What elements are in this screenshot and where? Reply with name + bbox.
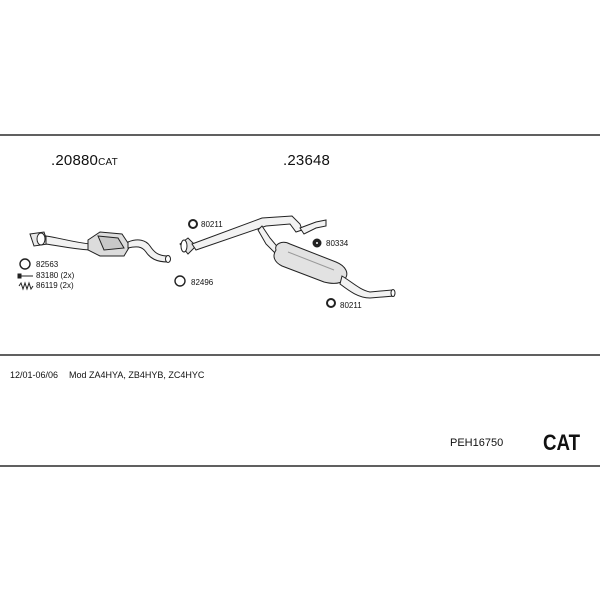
label-83180: 83180 (2x) [36,271,75,280]
reference-number: PEH16750 [450,437,504,449]
catalyst-part-number: .20880CAT [51,152,118,169]
rear-section-part-number: .23648 [283,152,331,169]
clamp-icon [188,219,198,229]
catalyst-assembly [29,231,171,263]
gasket-icon [19,258,31,270]
date-range: 12/01-06/06 [10,370,59,380]
label-80211-top: 80211 [201,220,223,229]
label-86119: 86119 (2x) [36,281,74,290]
catalyst-suffix: CAT [98,157,118,168]
label-80334: 80334 [326,239,349,248]
label-80211-bottom: 80211 [340,301,362,310]
clamp-icon-bottom [326,298,336,308]
rubber-mount-icon [312,238,322,248]
rear-silencer-assembly [179,215,396,299]
catalyst-number: .20880 [51,152,99,169]
label-82563: 82563 [36,260,59,269]
model-codes: Mod ZA4HYA, ZB4HYB, ZC4HYC [69,370,205,380]
ring-gasket-icon [174,275,186,287]
spring-icon [18,281,34,291]
cat-badge: CAT [543,430,581,455]
label-82496: 82496 [191,278,214,287]
bolt-icon [17,273,33,279]
